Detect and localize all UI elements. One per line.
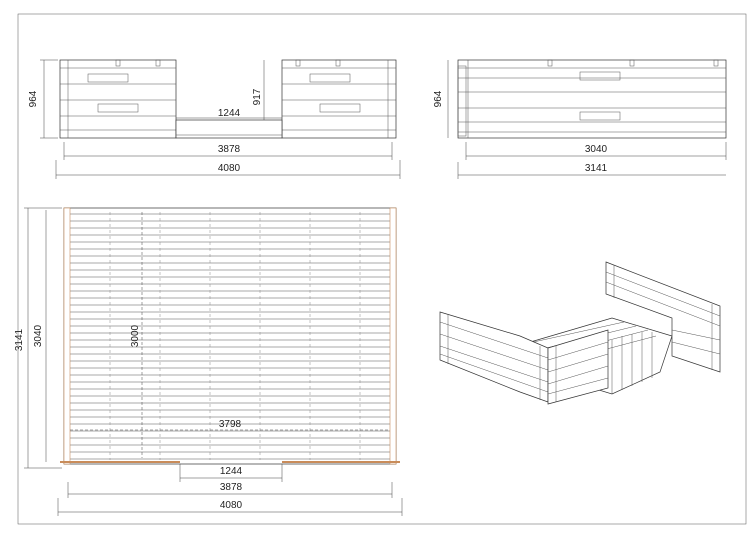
plan-left-log xyxy=(63,207,71,465)
plan-floor-boards xyxy=(70,213,390,460)
front-inner-width-dim: 3878 xyxy=(218,144,241,155)
plan-opening-width-dim: 1244 xyxy=(220,466,243,477)
front-height-dim: 964 xyxy=(28,90,39,107)
front-floor-edge xyxy=(175,119,283,139)
iso-left-wall xyxy=(439,311,549,403)
side-height-dim: 964 xyxy=(433,90,444,107)
plan-inner-depth-dim: 3040 xyxy=(33,324,44,347)
plan-view: 3141 3040 3000 3798 1244 3878 4080 xyxy=(14,207,403,516)
side-overall-length-dim: 3141 xyxy=(585,163,608,174)
front-opening-width-dim: 1244 xyxy=(218,108,241,119)
plan-board-length-dim: 3000 xyxy=(130,324,141,347)
plan-right-log xyxy=(389,207,397,465)
iso-front-wall xyxy=(547,329,609,405)
plan-floor-width-dim: 3798 xyxy=(219,419,242,430)
plan-floor xyxy=(63,207,397,465)
front-overall-width-dim: 4080 xyxy=(218,163,241,174)
plan-inner-width-dim: 3878 xyxy=(220,482,243,493)
front-left-wall xyxy=(59,59,177,139)
plan-overall-width-dim: 4080 xyxy=(220,500,243,511)
isometric-view xyxy=(439,261,721,405)
side-view: 964 3040 3141 xyxy=(433,59,727,179)
front-view: 964 917 1244 3878 4080 xyxy=(28,59,401,179)
iso-back-wall xyxy=(605,261,721,373)
front-opening-height-dim: 917 xyxy=(252,88,263,105)
side-inner-length-dim: 3040 xyxy=(585,144,608,155)
front-right-wall xyxy=(281,59,397,139)
plan-overall-depth-dim: 3141 xyxy=(14,328,25,351)
plan-joists xyxy=(109,212,361,460)
sheet-border xyxy=(17,13,747,525)
